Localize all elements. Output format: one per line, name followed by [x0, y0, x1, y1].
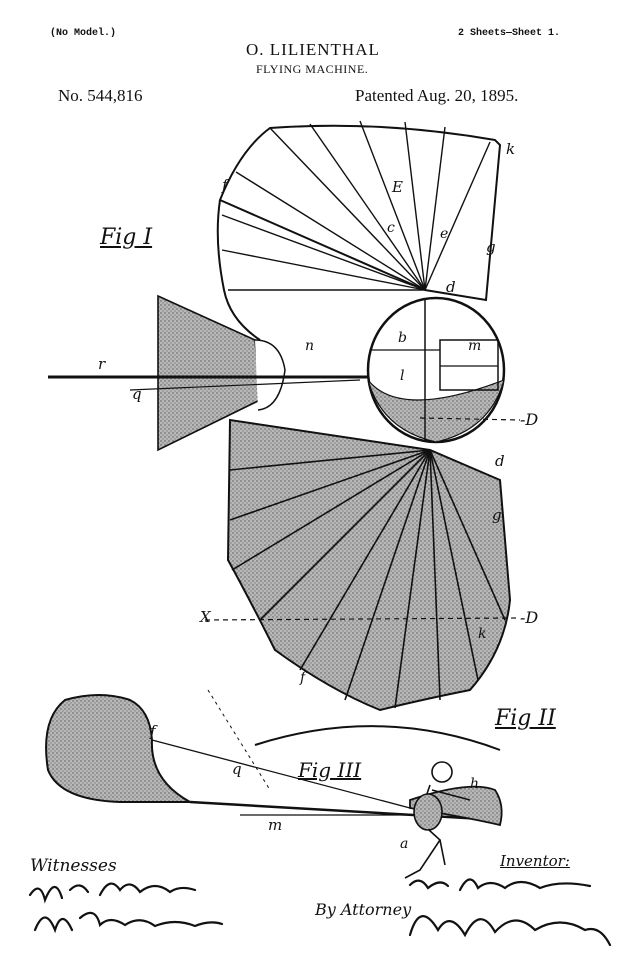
ref-b: b [398, 330, 407, 346]
fig3-pilot [404, 761, 471, 879]
ref-q3: q [232, 760, 242, 778]
patent-date: Patented Aug. 20, 1895. [355, 86, 519, 105]
fig2-label: Fig II [495, 706, 556, 731]
inventor-label: Inventor: [500, 852, 570, 870]
ref-e: e [440, 226, 449, 242]
ref-m3: m [268, 816, 283, 834]
fig3-tail [45, 694, 191, 803]
ref-d-lower: d [495, 452, 505, 470]
ref-d-upper: d [446, 278, 456, 296]
ref-c: c [387, 220, 395, 236]
witness-signature-2 [33, 911, 224, 934]
patent-number: No. 544,816 [58, 86, 143, 105]
ref-f3: f [150, 722, 156, 740]
ref-m: m [468, 338, 482, 354]
ref-q: q [132, 385, 142, 403]
upper-wing-ribs [221, 120, 491, 291]
ref-E: E [392, 178, 403, 196]
ref-r: r [98, 355, 106, 373]
ref-k-low: k [478, 626, 487, 642]
ref-X: X [200, 608, 211, 626]
lower-wing-ribs [229, 449, 506, 709]
witness-signature-1 [28, 882, 197, 904]
ref-f-left: f [222, 176, 228, 194]
inventor-name-heading: O. LILIENTHAL [246, 40, 380, 59]
ref-g-lower: g [492, 506, 502, 524]
model-note: (No Model.) [50, 28, 117, 39]
ref-f-low: f [300, 670, 306, 686]
patent-title: FLYING MACHINE. [256, 62, 369, 76]
by-attorney-label: By Attorney [315, 900, 412, 919]
ref-h3: h [470, 776, 480, 792]
ref-l: l [400, 368, 405, 384]
ref-D-mid: -D [520, 410, 539, 429]
ref-a3: a [400, 836, 409, 852]
fig2-wing-profile [254, 725, 501, 751]
witnesses-label: Witnesses [30, 856, 117, 876]
sheet-note: 2 Sheets—Sheet 1. [458, 28, 561, 39]
fig1-label: Fig I [100, 225, 153, 250]
inventor-signature [408, 878, 592, 892]
attorney-signature [408, 915, 612, 947]
ref-D-low: -D [520, 608, 539, 627]
ref-k-top: k [506, 140, 516, 158]
ref-n: n [305, 338, 315, 354]
fig3-label: Fig III [298, 758, 362, 782]
ref-g-upper: g [486, 238, 496, 256]
